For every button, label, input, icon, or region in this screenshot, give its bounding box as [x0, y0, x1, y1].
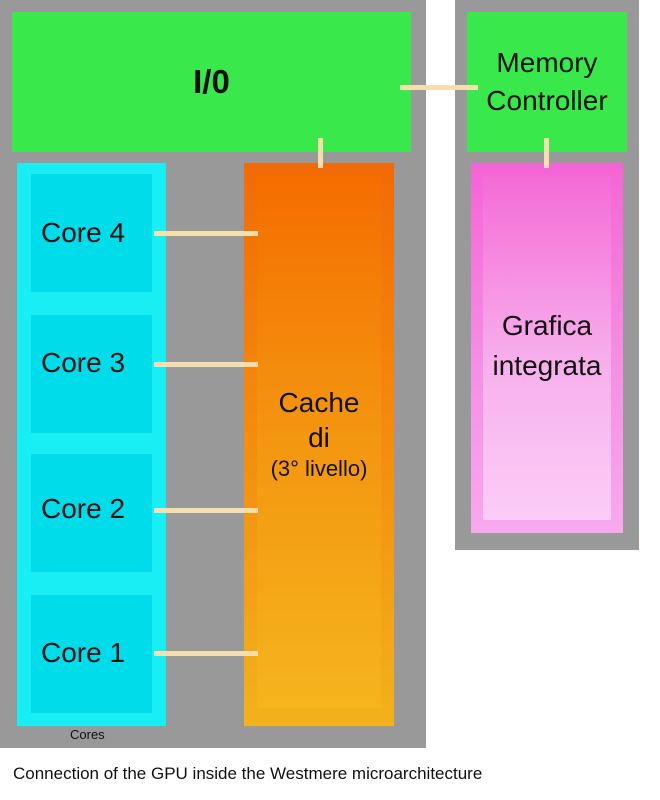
io-label: I/0: [193, 63, 230, 100]
cores-caption: Cores: [70, 727, 105, 742]
core-1-tile: [31, 595, 152, 713]
cache-label-line1: Cache: [278, 387, 360, 418]
graphics-label: Grafica integrata: [471, 306, 623, 386]
memory-controller-label-line1: Memory: [496, 47, 598, 78]
io-cache-connector: [318, 138, 323, 168]
core-2-label: Core 2: [41, 493, 126, 524]
graphics-label-line2: integrata: [492, 350, 602, 381]
io-memory-connector: [400, 85, 478, 90]
core-1-cache-connector: [154, 651, 258, 656]
core-4-cache-connector: [154, 231, 258, 236]
core-2-cache-connector: [154, 508, 258, 513]
cache-label-line3: (3° livello): [270, 456, 368, 481]
cache-label-line2: di: [308, 422, 330, 453]
core-3-cache-connector: [154, 362, 258, 367]
cache-inner-panel: [257, 176, 381, 708]
core-3-label: Core 3: [41, 347, 126, 378]
memory-graphics-connector: [544, 138, 549, 168]
memory-controller-block: Memory Controller: [467, 12, 627, 152]
graphics-label-line1: Grafica: [501, 310, 593, 341]
io-block: I/0: [12, 12, 411, 152]
cores-column: Core 4 Core 3 Core 2 Core 1: [17, 163, 166, 726]
core-2-tile: [31, 454, 152, 572]
core-4-tile: [31, 174, 152, 292]
cache-label: Cache di (3° livello): [244, 385, 394, 483]
core-4-label: Core 4: [41, 217, 126, 248]
figure-caption: Connection of the GPU inside the Westmer…: [13, 764, 483, 783]
core-1-label: Core 1: [41, 637, 126, 668]
memory-controller-label-line2: Controller: [486, 85, 608, 116]
graphics-inner-panel: [483, 176, 611, 520]
core-3-tile: [31, 315, 152, 433]
